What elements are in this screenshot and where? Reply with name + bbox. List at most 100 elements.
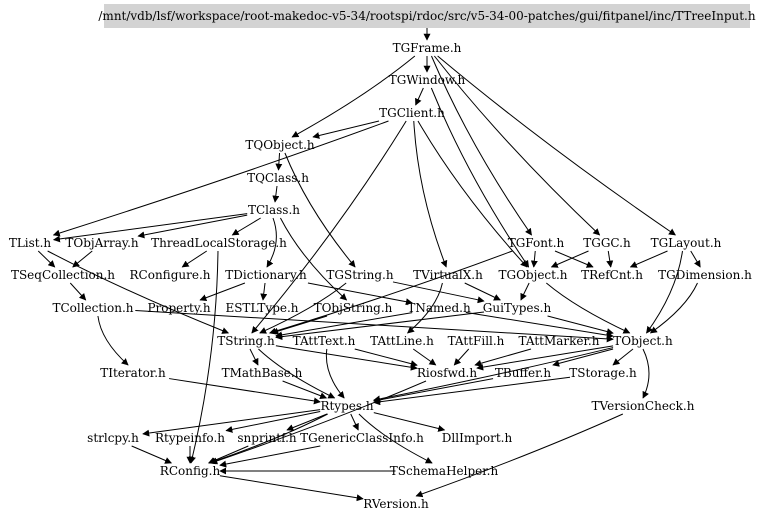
- node-tmathbase[interactable]: TMathBase.h: [222, 366, 303, 380]
- edge-tseqcollection-to-tcollection: [69, 282, 87, 301]
- edge-tqobject-to-tqclass: [275, 152, 283, 171]
- edge-tgobject-to-tobject: [546, 282, 631, 334]
- edge-rtypes-to-rconfig: [208, 413, 328, 465]
- node-tgfont[interactable]: TGFont.h: [508, 236, 565, 250]
- node-rtypes[interactable]: Rtypes.h: [320, 399, 373, 413]
- edge-tbuffer-to-rtypes: [373, 378, 494, 404]
- edge-tdictionary-to-tnamed: [307, 282, 413, 306]
- node-tbuffer[interactable]: TBuffer.h: [495, 366, 551, 380]
- node-tattmarker[interactable]: TAttMarker.h: [519, 334, 600, 348]
- root-file-box: [104, 4, 750, 28]
- edge-tgframe-to-tglayout: [437, 55, 676, 236]
- node-tdictionary[interactable]: TDictionary.h: [225, 268, 307, 282]
- edge-tgframe-to-tqobject: [291, 55, 416, 138]
- node-tggc[interactable]: TGGC.h: [583, 236, 631, 250]
- node-tgframe[interactable]: TGFrame.h: [393, 41, 462, 55]
- edge-tgframe-to-tggc: [433, 55, 601, 236]
- node-tclass[interactable]: TClass.h: [248, 203, 300, 217]
- edge-tgclient-to-tvirtualx: [413, 120, 448, 268]
- node-trefcnt[interactable]: TRefCnt.h: [581, 268, 643, 282]
- edge-tclass-to-tobjarray: [137, 214, 248, 239]
- edge-tglayout-to-tobject: [646, 250, 683, 334]
- node-tgenericclassinfo[interactable]: TGenericClassInfo.h: [300, 431, 424, 445]
- edge-tobject-to-rtypes: [373, 347, 614, 403]
- edge-rconfig-to-rversion: [219, 475, 364, 502]
- node-tgstring[interactable]: TGString.h: [326, 268, 393, 282]
- node-riosfwd[interactable]: Riosfwd.h: [417, 366, 477, 380]
- node-estltype[interactable]: ESTLType.h: [225, 301, 298, 315]
- node-tvirtualx[interactable]: TVirtualX.h: [413, 268, 483, 282]
- edge-tqclass-to-tclass: [272, 185, 280, 203]
- edge-tattmarker-to-riosfwd: [474, 348, 532, 367]
- edge-tgfont-to-trefcnt: [554, 250, 594, 268]
- edge-tggc-to-tgobject: [550, 250, 589, 268]
- edge-tcollection-to-tobject: [135, 310, 614, 343]
- edge-tobject-to-tversioncheck: [642, 348, 650, 399]
- edge-tgclient-to-tlist: [52, 120, 389, 237]
- node-guitypes[interactable]: GuiTypes.h: [483, 301, 552, 315]
- node-threadlocalstorage[interactable]: ThreadLocalStorage.h: [151, 236, 287, 250]
- edge-tglayout-to-tgdimension: [690, 250, 701, 268]
- node-tstorage[interactable]: TStorage.h: [569, 366, 637, 380]
- edge-tclass-to-threadlocalstorage: [231, 217, 261, 236]
- edge-tgobject-to-guitypes: [520, 282, 530, 301]
- node-rconfig[interactable]: RConfig.h: [160, 464, 221, 478]
- node-tglayout[interactable]: TGLayout.h: [651, 236, 722, 250]
- edge-tnamed-to-tstring: [275, 312, 413, 339]
- node-tattline[interactable]: TAttLine.h: [370, 334, 434, 348]
- node-rconfigure[interactable]: RConfigure.h: [130, 268, 211, 282]
- edge-rtypes-to-tschemahelper: [358, 413, 433, 464]
- node-tnamed[interactable]: TNamed.h: [407, 301, 471, 315]
- edge-tlist-to-tseqcollection: [37, 250, 56, 268]
- edge-tattline-to-riosfwd: [412, 348, 437, 366]
- node-tqobject[interactable]: TQObject.h: [245, 138, 315, 152]
- node-tobjstring[interactable]: TObjString.h: [314, 301, 393, 315]
- edge-rtypes-to-strlcpy: [142, 409, 321, 437]
- edge-tstorage-to-rtypes: [373, 376, 571, 406]
- edge-tgfont-to-tgobject: [530, 250, 538, 268]
- node-tversioncheck[interactable]: TVersionCheck.h: [592, 399, 695, 413]
- edge-tobject-to-riosfwd: [476, 345, 614, 371]
- node-property[interactable]: Property.h: [147, 301, 210, 315]
- node-tstring[interactable]: TString.h: [217, 334, 275, 348]
- edge-strlcpy-to-rconfig: [131, 445, 172, 464]
- node-tgclient[interactable]: TGClient.h: [379, 106, 445, 120]
- edge-tatttext-to-rtypes: [325, 348, 345, 399]
- edge-tdictionary-to-property: [199, 282, 246, 302]
- node-dllimport[interactable]: DllImport.h: [442, 431, 513, 445]
- node-tattfill[interactable]: TAttFill.h: [448, 334, 505, 348]
- node-tlist[interactable]: TList.h: [9, 236, 52, 250]
- edge-tstring-to-riosfwd: [275, 345, 418, 371]
- node-tschemahelper[interactable]: TSchemaHelper.h: [390, 464, 499, 478]
- edge-tgfont-to-tstring: [269, 250, 513, 335]
- node-tcollection[interactable]: TCollection.h: [52, 301, 133, 315]
- edge-tversioncheck-to-rversion: [415, 413, 624, 498]
- node-tseqcollection[interactable]: TSeqCollection.h: [11, 268, 115, 282]
- node-tgdimension[interactable]: TGDimension.h: [658, 268, 752, 282]
- edge-tdictionary-to-estltype: [260, 282, 268, 301]
- node-snprintf[interactable]: snprintf.h: [237, 431, 297, 445]
- edge-guitypes-to-tstring: [275, 311, 485, 341]
- node-tqclass[interactable]: TQClass.h: [247, 171, 309, 185]
- edge-threadlocalstorage-to-rconfig: [189, 250, 219, 464]
- edge-tcollection-to-titerator: [97, 315, 129, 366]
- edge-tclass-to-tdictionary: [266, 217, 277, 268]
- edge-tgwindow-to-tgclient: [415, 87, 424, 106]
- node-tgwindow[interactable]: TGWindow.h: [389, 73, 466, 87]
- node-tobject[interactable]: TObject.h: [613, 334, 673, 348]
- node-rtypeinfo[interactable]: Rtypeinfo.h: [155, 431, 225, 445]
- edge-tobjarray-to-tseqcollection: [72, 250, 93, 268]
- node-tgobject[interactable]: TGObject.h: [498, 268, 567, 282]
- node-titerator[interactable]: TIterator.h: [100, 366, 166, 380]
- edge-tgframe-to-tgfont: [431, 55, 532, 236]
- node-rversion[interactable]: RVersion.h: [363, 497, 429, 511]
- edge-tatttext-to-riosfwd: [354, 348, 418, 368]
- node-tobjarray[interactable]: TObjArray.h: [65, 236, 139, 250]
- edge-tgclient-to-tstring: [251, 120, 407, 334]
- edge-tobject-to-tbuffer: [552, 348, 614, 367]
- edge-tstring-to-tmathbase: [249, 348, 259, 366]
- node-strlcpy[interactable]: strlcpy.h: [87, 431, 139, 445]
- node-tatttext[interactable]: TAttText.h: [293, 334, 356, 348]
- root-file-label[interactable]: /mnt/vdb/lsf/workspace/root-makedoc-v5-3…: [98, 9, 755, 23]
